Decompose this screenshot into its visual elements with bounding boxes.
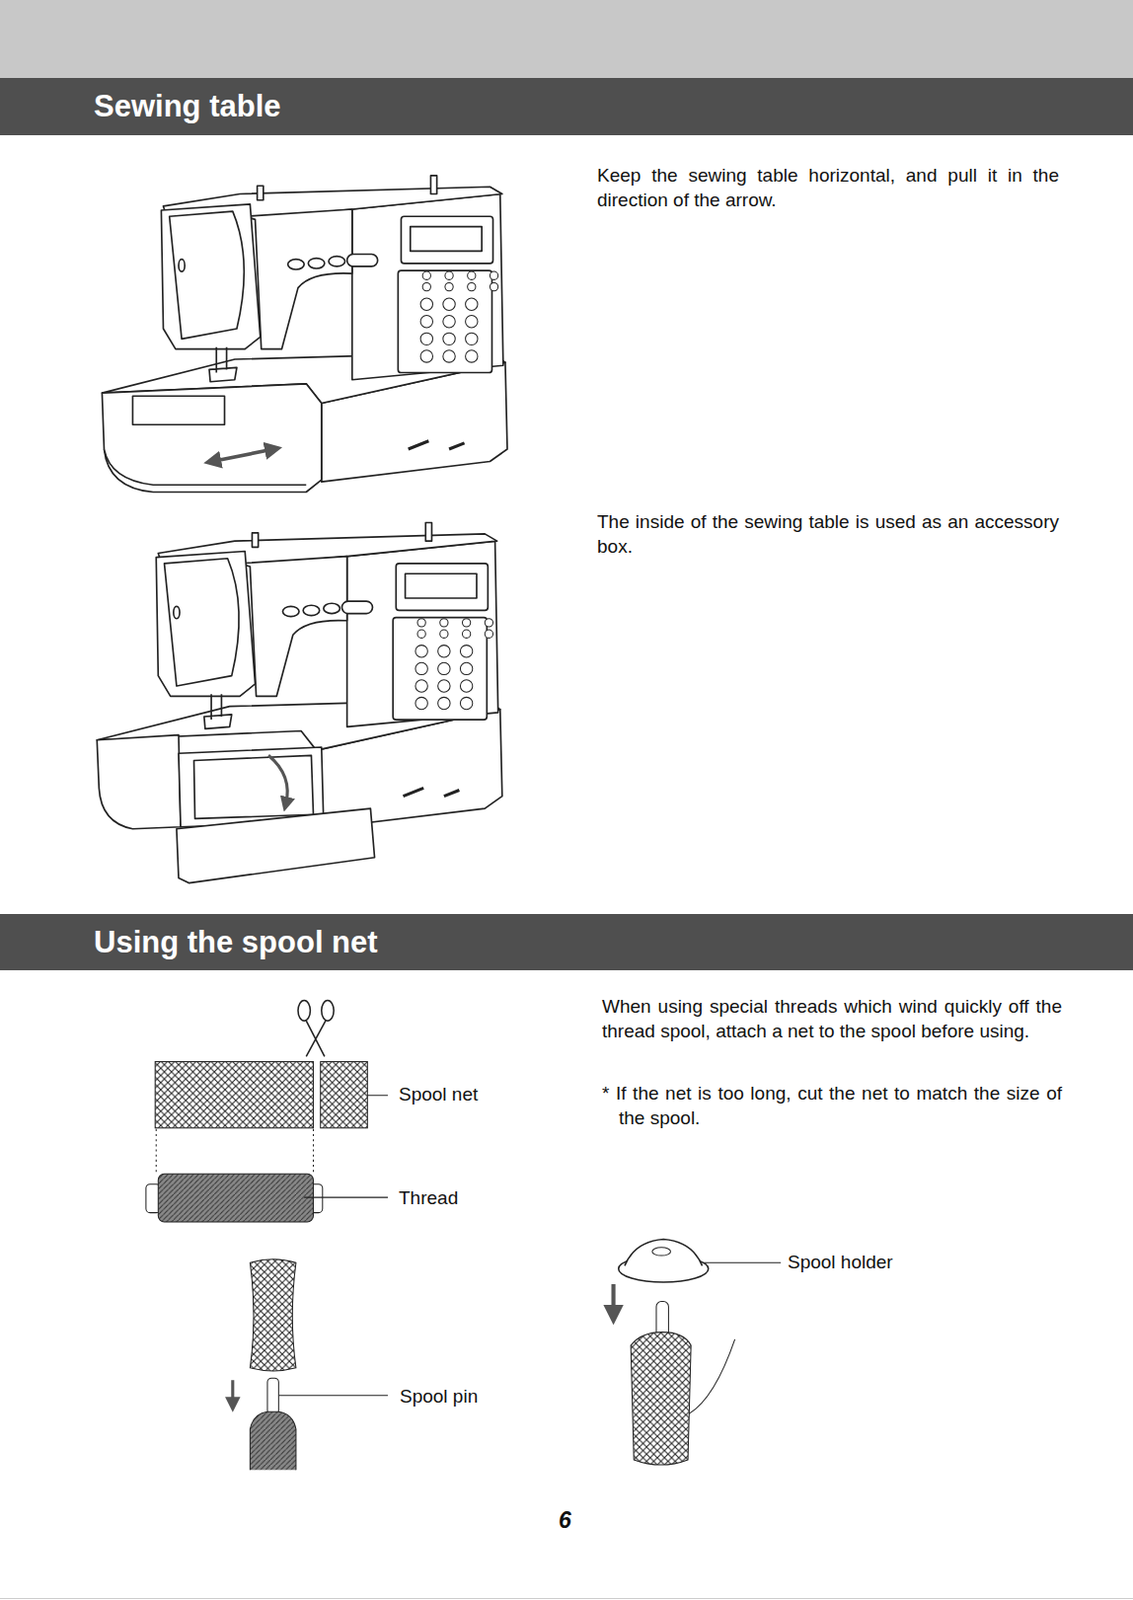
section-title: Using the spool net	[93, 924, 378, 961]
part-label: Spool net	[398, 1082, 478, 1108]
instruction-text: Keep the sewing table horizontal, and pu…	[597, 163, 1059, 213]
instruction-text: The inside of the sewing table is used a…	[597, 510, 1059, 559]
part-label: Thread	[398, 1186, 458, 1211]
part-label: Spool holder	[787, 1250, 894, 1276]
section-title: Sewing table	[93, 88, 281, 125]
section-header-band: Using the spool net	[0, 913, 1133, 971]
key-grid	[415, 271, 499, 710]
page-number: 6	[558, 1508, 572, 1533]
section-header-band: Sewing table	[0, 77, 1133, 136]
part-label: Spool pin	[399, 1384, 478, 1410]
note-text: * If the net is too long, cut the net to…	[602, 1081, 1062, 1131]
instruction-text: When using special threads which wind qu…	[602, 994, 1062, 1044]
